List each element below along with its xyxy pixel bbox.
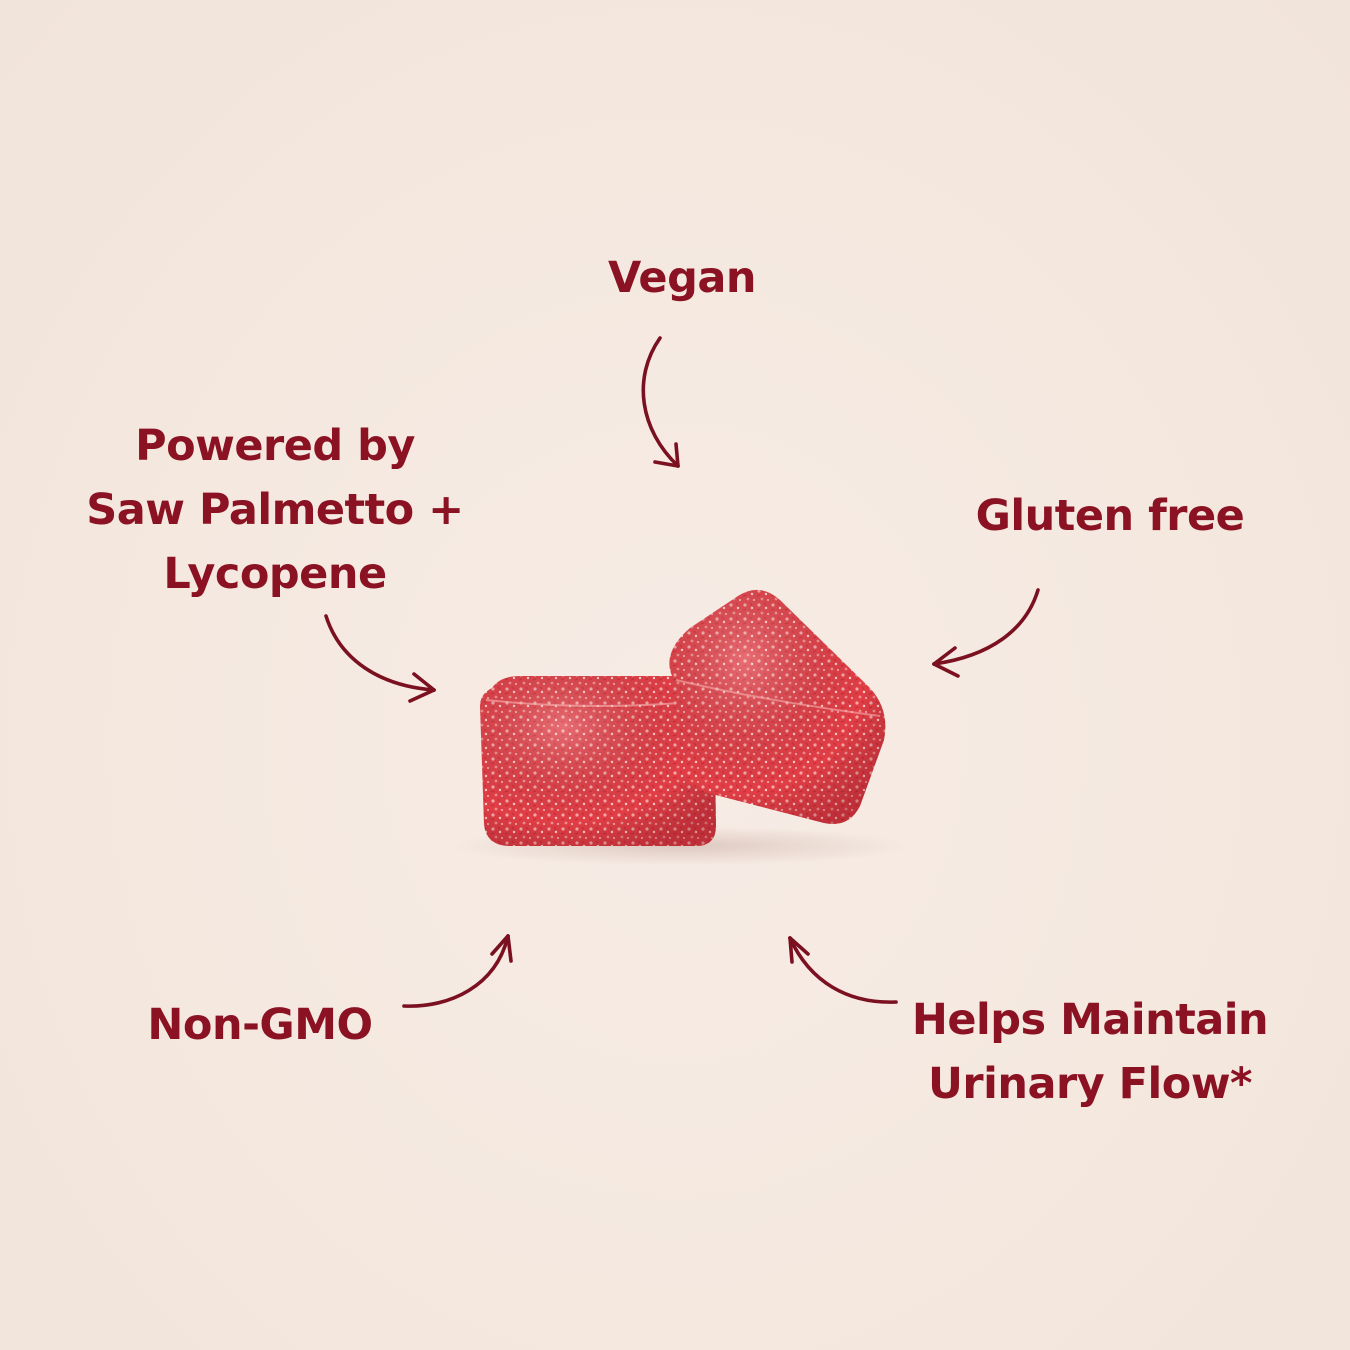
helps-line-2: Urinary Flow* xyxy=(927,1059,1253,1109)
arrow-helps xyxy=(788,936,898,1004)
arrow-vegan xyxy=(641,336,680,468)
gummy-cube-left xyxy=(480,676,716,846)
powered-line-1: Powered by xyxy=(135,421,415,471)
helps-line-1: Helps Maintain xyxy=(911,995,1269,1045)
feature-label-gluten-free: Gluten free xyxy=(960,484,1260,548)
arrow-powered xyxy=(324,614,436,703)
arrow-non-gmo xyxy=(402,934,513,1008)
gummy-cube-right xyxy=(669,589,886,824)
feature-label-vegan: Vegan xyxy=(560,246,804,310)
non-gmo-text: Non-GMO xyxy=(147,1000,373,1050)
vegan-text: Vegan xyxy=(608,253,757,303)
powered-line-2: Saw Palmetto + xyxy=(86,485,464,535)
feature-label-powered-by: Powered by Saw Palmetto + Lycopene xyxy=(60,414,490,606)
arrow-gluten-free xyxy=(932,588,1040,678)
gluten-free-text: Gluten free xyxy=(975,491,1245,541)
feature-label-urinary-flow: Helps Maintain Urinary Flow* xyxy=(900,988,1280,1116)
powered-line-3: Lycopene xyxy=(163,549,387,599)
feature-label-non-gmo: Non-GMO xyxy=(120,993,400,1057)
